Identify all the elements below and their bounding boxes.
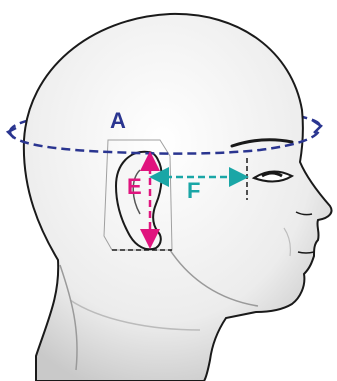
head-profile-icon: [24, 14, 332, 381]
label-e: E: [127, 174, 142, 199]
label-a: A: [110, 108, 126, 133]
label-f: F: [187, 178, 200, 203]
